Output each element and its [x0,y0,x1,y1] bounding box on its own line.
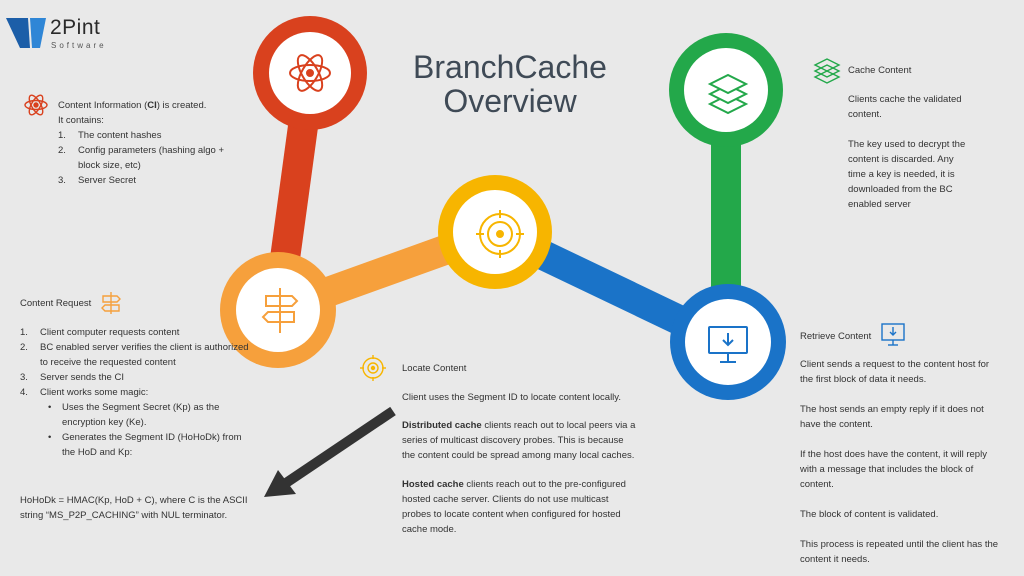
download-monitor-icon [708,326,748,363]
title-line-2: Overview [443,83,577,119]
list-item: 3.Server Secret [58,175,137,186]
arrow-icon [264,406,396,497]
segment-id-formula: HoHoDk = HMAC(Kp, HoD + C), where C is t… [20,495,248,521]
retrieve-content-text: The host sends an empty reply if it does… [800,404,984,430]
content-info-section: Content Information (CI) is created. It … [58,98,228,188]
content-request-title: Content Request [20,298,92,309]
signpost-icon [101,292,121,314]
retrieve-content-title: Retrieve Content [800,331,872,342]
content-request-list: 1.Client computer requests content 2.BC … [20,325,252,460]
node-content-request [220,252,336,368]
node-content-info [253,16,367,130]
list-item: 2.BC enabled server verifies the client … [20,342,249,368]
logo-subtitle: Software [51,41,107,50]
cache-content-text: Clients cache the validated content. [848,94,962,120]
atom-icon [289,54,331,92]
list-item: 1.The content hashes [58,130,162,141]
retrieve-content-section: Client sends a request to the content ho… [800,357,1002,567]
retrieve-content-text: This process is repeated until the clien… [800,539,999,565]
title-line-1: BranchCache [413,49,607,85]
node-locate-content [438,175,552,289]
node-retrieve-content [670,284,786,400]
cache-content-title: Cache Content [848,65,912,76]
list-item: 2.Config parameters (hashing algo + bloc… [58,145,225,171]
locate-content-section: Client uses the Segment ID to locate con… [402,390,638,537]
node-cache-content [669,33,783,147]
content-info-subheading: It contains: [58,115,104,126]
retrieve-content-text: The block of content is validated. [800,509,939,520]
retrieve-content-text: If the host does have the content, it wi… [800,449,987,490]
signpost-icon [261,288,299,333]
layers-icon [813,58,841,84]
cache-content-section: Clients cache the validated content. The… [848,92,974,212]
content-request-sublist: Uses the Segment Secret (Kp) as the encr… [38,400,252,460]
download-monitor-icon [881,323,905,346]
page-title: BranchCache Overview [395,50,625,118]
layers-icon [707,73,749,115]
list-item: Generates the Segment ID (HoHoDk) from t… [38,430,252,460]
target-icon [360,355,386,381]
logo-name: 2Pint [50,16,101,39]
list-item: 4.Client works some magic: Uses the Segm… [20,385,252,460]
list-item: 1.Client computer requests content [20,327,180,338]
cache-content-key-text: The key used to decrypt the content is d… [848,139,966,210]
atom-icon [24,94,48,116]
content-info-list: 1.The content hashes 2.Config parameters… [58,128,228,188]
hosted-cache-text: Hosted cache clients reach out to the pr… [402,479,626,535]
content-info-heading: Content Information (CI) is created. [58,100,207,111]
retrieve-content-text: Client sends a request to the content ho… [800,359,990,385]
locate-content-title: Locate Content [402,363,467,374]
target-icon [476,210,524,258]
content-request-section: 1.Client computer requests content 2.BC … [20,325,252,460]
logo-mark [6,18,46,48]
list-item: 3.Server sends the CI [20,372,124,383]
list-item: Uses the Segment Secret (Kp) as the encr… [38,400,252,430]
distributed-cache-text: Distributed cache clients reach out to l… [402,420,636,461]
locate-content-text: Client uses the Segment ID to locate con… [402,392,621,403]
